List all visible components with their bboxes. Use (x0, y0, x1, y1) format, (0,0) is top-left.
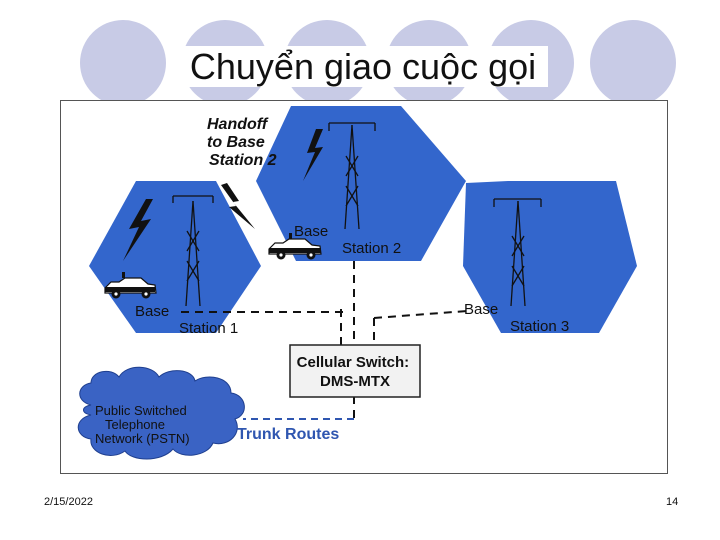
decorative-circle (80, 20, 166, 106)
switch-line: DMS-MTX (320, 373, 390, 390)
decorative-circle (590, 20, 676, 106)
signal-line (181, 261, 468, 419)
switch-line: Cellular Switch: (297, 354, 410, 371)
slide-title: Chuyển giao cuộc gọi (60, 46, 666, 88)
cellular-handoff-diagram: Handoff to Base Station 2 Base Station 1… (60, 100, 668, 474)
base-station-1-line: Base (135, 303, 169, 320)
handoff-line: Station 2 (209, 152, 277, 169)
pstn-line: Network (PSTN) (95, 431, 190, 446)
pstn-label: Public Switched Telephone Network (PSTN) (95, 403, 190, 446)
trunk-routes-label: Trunk Routes (237, 426, 339, 443)
vehicle-icon (104, 272, 157, 299)
handoff-label: Handoff to Base Station 2 (207, 116, 277, 169)
base-station-2-line: Station 2 (342, 240, 401, 257)
handoff-line: to Base (207, 134, 265, 151)
cell-tower-1 (172, 195, 214, 307)
cell-tower-2 (328, 122, 376, 230)
base-station-1-label: Base Station 1 (135, 303, 238, 337)
base-station-2-line: Base (294, 223, 328, 240)
switch-label: Cellular Switch: DMS-MTX (297, 354, 414, 390)
base-station-2-label: Base Station 2 (294, 223, 401, 257)
pstn-cloud (77, 366, 245, 460)
pstn-line: Public Switched (95, 403, 187, 418)
slide-page-number: 14 (666, 496, 679, 508)
handoff-line: Handoff (207, 116, 269, 133)
base-station-3-label: Base Station 3 (464, 301, 569, 335)
signal-lightning-icon (123, 129, 323, 261)
cell-coverage-area (89, 106, 637, 333)
base-station-1-line: Station 1 (179, 320, 238, 337)
cellular-switch-box (289, 344, 421, 398)
base-station-3-line: Station 3 (510, 318, 569, 335)
pstn-line: Telephone (105, 417, 165, 432)
slide-date: 2/15/2022 (44, 496, 93, 508)
vehicle-icon (268, 233, 322, 260)
cell-tower-3 (493, 198, 542, 307)
base-station-3-line: Base (464, 301, 498, 318)
